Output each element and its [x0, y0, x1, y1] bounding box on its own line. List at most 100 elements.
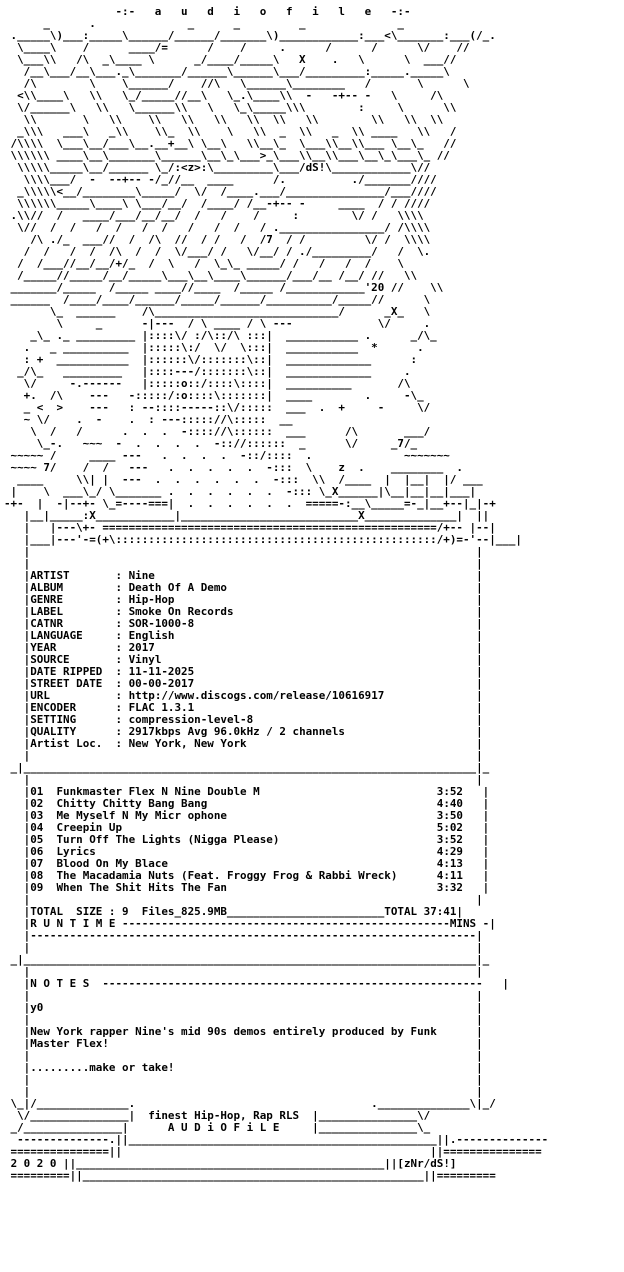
info-row: |DATE RIPPED : 11-11-2025 | — [4, 665, 483, 678]
ascii-art-line: : + ___________ |::::::\/:::::::\::| ___… — [4, 354, 548, 366]
ascii-art-line: \\ \ \\ \\ \\ \\ \\ \\ \\ \\ \\ \\ — [4, 114, 548, 126]
header-title-row: -:- a u d i o f i l e -:- — [4, 6, 548, 18]
info-row: |ARTIST : Nine | — [4, 569, 483, 582]
track-title: Lyrics — [56, 845, 437, 858]
notes-row: |.........make or take! | — [4, 1061, 483, 1074]
notes-text: Master Flex! — [30, 1037, 109, 1050]
footer-credit: [zNr/dS!] — [397, 1157, 457, 1170]
ascii-art-text: \\\\\\ ____\__\_______\______\__\_\___>_… — [4, 149, 450, 162]
track-row: |01 Funkmaster Flex N Nine Double M 3:52… — [4, 785, 490, 798]
footer-brand: A U D i O F i L E — [167, 1121, 280, 1134]
ascii-art-line: \/ -.------ |:::::o::/::::\::::| _______… — [4, 378, 548, 390]
ascii-art-line: ~~~~ 7/ / / --- . . . . . -::: \ z . ___… — [4, 462, 548, 474]
ascii-art-line: \// / / / / / / / / / / ._______________… — [4, 222, 548, 234]
ascii-art-line: \\\\___/ - --+-- -/_//__ ____ /. ./_____… — [4, 174, 548, 186]
info-row: |GENRE : Hip-Hop | — [4, 593, 483, 606]
footer-line: \_|/______________. .______________\|_/ — [4, 1097, 496, 1110]
info-label: YEAR — [30, 641, 109, 654]
box-border: | | — [4, 1073, 483, 1086]
track-title: When The Shit Hits The Fan — [56, 881, 437, 894]
info-row: |LABEL : Smoke On Records | — [4, 605, 483, 618]
box-border: | | — [4, 773, 483, 786]
info-label: SOURCE — [30, 653, 109, 666]
track-time: 3:50 — [436, 809, 463, 822]
ascii-art-line: | \ ___\_/ \_______ . . . . . . -::: \_X… — [4, 486, 548, 498]
track-number: 09 — [30, 881, 57, 894]
ascii-art-text: /_____//_____/__/_____\___\__\____\_____… — [4, 269, 418, 282]
ascii-art-line: \____\ / ____/= / / . / / \/ // — [4, 42, 548, 54]
ascii-art-line: \\\\\\ ____\__\_______\______\__\_\___>_… — [4, 150, 548, 162]
ascii-art-text: |__|_____:X____________|________________… — [4, 509, 490, 522]
box-divider: _|______________________________________… — [4, 953, 490, 966]
track-number: 04 — [30, 821, 57, 834]
ascii-art-line: /\ \ \______/ //\ \______\________ / \ \ — [4, 78, 548, 90]
ascii-art-text: ______ /____/____/______/_____/______/__… — [4, 293, 431, 306]
ascii-art-line: <\\____\ \\ \_/_____//__\ \_.\____\\ - -… — [4, 90, 548, 102]
footer-line: --------------.||_______________________… — [4, 1133, 549, 1146]
ascii-art-text: | \ ___\_/ \_______ . . . . . . -::: \_X… — [4, 485, 477, 498]
ascii-art-text: / /___//__/__/+/_ / \ / \_\_ _____/ / / … — [4, 257, 404, 270]
ascii-art-text: +. /\ --- -:::::/:o::::\:::::::| ____ . … — [4, 389, 424, 402]
runtime: R U N T I M E --------------------------… — [30, 917, 490, 930]
ascii-art-text: /\ \ \______/ //\ \______\________ / \ \ — [4, 77, 470, 90]
ascii-art-text: \ _ -|--- / \ ____ / \ --- \/ . — [4, 317, 431, 330]
ascii-art-text: ~~~~~ / ____ --- . . . . -::/:::: . ~~~~… — [4, 449, 450, 462]
ascii-art-text: ~ \/ . - . : ---::::://\::::: __ — [4, 413, 293, 426]
box-border: | | — [4, 941, 483, 954]
box-border: |---------------------------------------… — [4, 929, 483, 942]
track-row: |06 Lyrics 4:29 | — [4, 845, 490, 858]
box-border: | | — [4, 545, 483, 558]
ascii-art-line: ______ /____/____/______/_____/______/__… — [4, 294, 548, 306]
info-label: QUALITY — [30, 725, 109, 738]
ascii-art-text: | |---\+- ==============================… — [4, 521, 496, 534]
ascii-art-line: \ / / . . . -:::://\:::::: ___ /\ ___/ — [4, 426, 548, 438]
ascii-art-line: . _ __________ |:::::\:/ \/ \:::| ______… — [4, 342, 548, 354]
ascii-art-line: ____ \\| | --- . . . . . . -::: \\ /____… — [4, 474, 548, 486]
box-border: | | — [4, 893, 483, 906]
notes-text: New York rapper Nine's mid 90s demos ent… — [30, 1025, 437, 1038]
ascii-art-line: / / / / /\ / / \/___/ / \/__/ / ./______… — [4, 246, 548, 258]
track-number: 05 — [30, 833, 57, 846]
ascii-art-text: ____ \\| | --- . . . . . . -::: \\ /____… — [4, 473, 483, 486]
box-border: | | — [4, 965, 483, 978]
ascii-art-text: \\\\\_____\__/______ \_/:<z>:\_________\… — [4, 161, 431, 174]
header-title: -:- a u d i o f i l e -:- — [115, 5, 411, 18]
ascii-art-text: _/\_ _________ |::::---/:::::::\::| ____… — [4, 365, 411, 378]
track-title: Creepin Up — [56, 821, 437, 834]
url-value[interactable]: http://www.discogs.com/release/10616917 — [128, 689, 385, 702]
track-time: 3:52 — [436, 833, 463, 846]
source-value: Vinyl — [128, 653, 162, 666]
quality-value: 2917kbps Avg 96.0kHz / 2 channels — [128, 725, 345, 738]
ascii-art-text: : + ___________ |::::::\/:::::::\::| ___… — [4, 353, 418, 366]
track-row: |02 Chitty Chitty Bang Bang 4:40 | — [4, 797, 490, 810]
info-label: LABEL — [30, 605, 109, 618]
info-label: ALBUM — [30, 581, 109, 594]
setting-value: compression-level-8 — [128, 713, 254, 726]
ascii-art-line: _\\\\\<__/________\_____/ \/ /____.___/_… — [4, 186, 548, 198]
ascii-art-text: \/ -.------ |:::::o::/::::\::::| _______… — [4, 377, 411, 390]
box-border: | | — [4, 1049, 483, 1062]
street-date-value: 00-00-2017 — [128, 677, 195, 690]
info-label: ARTIST — [30, 569, 109, 582]
ascii-art-text: _\\\ ___\ _\\ \\_ \\ \ \\ _ \\ _ \\ ____… — [4, 125, 457, 138]
footer-year-row: 2 0 2 0 ||______________________________… — [10, 1157, 457, 1170]
track-time: 4:29 — [436, 845, 463, 858]
info-label: SETTING — [30, 713, 109, 726]
notes-heading: N O T E S ------------------------------… — [30, 977, 483, 990]
ascii-art-text: /__\___/__\___._\_______/______\______\_… — [4, 65, 450, 78]
totals-row: |TOTAL SIZE : 9 Files_825.9MB___________… — [4, 905, 463, 918]
footer-year: 2 0 2 0 — [10, 1157, 57, 1170]
ascii-art-line: \_ ______ /\____________________________… — [4, 306, 548, 318]
track-row: |04 Creepin Up 5:02 | — [4, 821, 490, 834]
ascii-art-line: ~~~~~ / ____ --- . . . . -::/:::: . ~~~~… — [4, 450, 548, 462]
track-title: Chitty Chitty Bang Bang — [56, 797, 437, 810]
notes-row: |New York rapper Nine's mid 90s demos en… — [4, 1025, 483, 1038]
ascii-art-line: _/\_ _________ |::::---/:::::::\::| ____… — [4, 366, 548, 378]
artist-loc-value: New York, New York — [128, 737, 247, 750]
info-label: URL — [30, 689, 109, 702]
ascii-art-line: | |---\+- ==============================… — [4, 522, 548, 534]
ascii-art-text: \// / / / / / / / / / / ._______________… — [4, 221, 431, 234]
ascii-art-line: /\\\\ \___\__/___\__.__+__\ \__\ \\__\_ … — [4, 138, 548, 150]
track-number: 07 — [30, 857, 57, 870]
info-row: |SOURCE : Vinyl | — [4, 653, 483, 666]
